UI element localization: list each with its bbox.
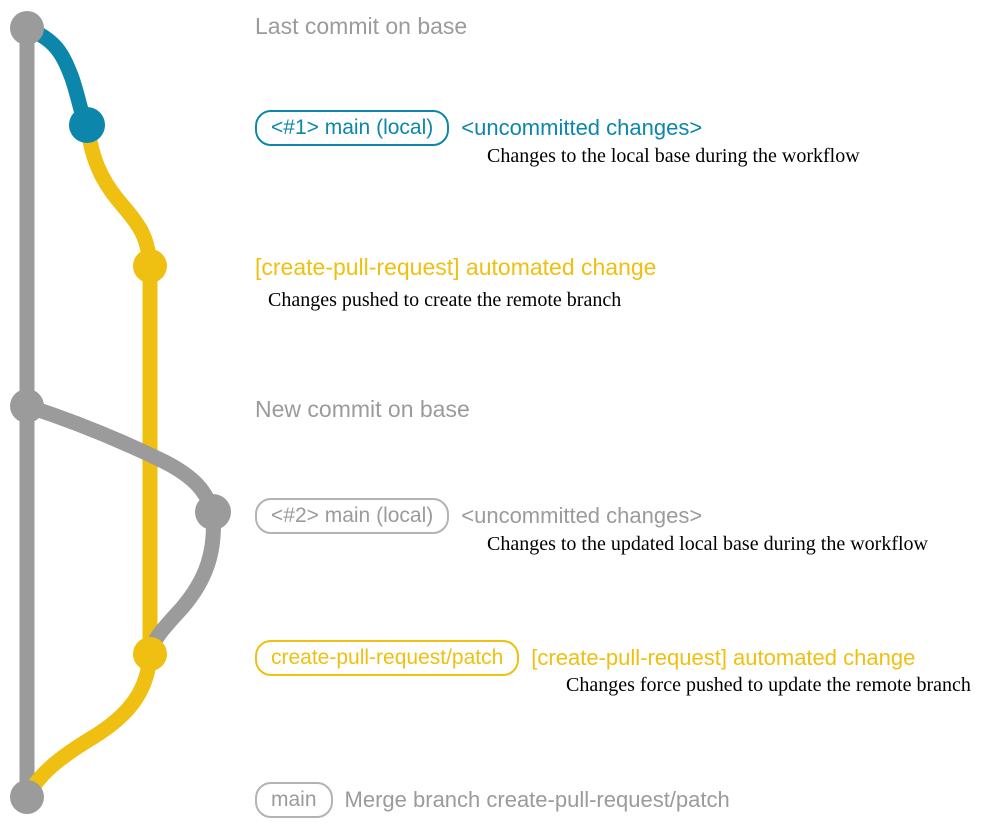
note-remote-commit-1: Changes pushed to create the remote bran…: [268, 289, 622, 311]
edge-local-2-to-remote-2: [142, 504, 221, 662]
headline-new-commit-on-base: New commit on base: [255, 396, 470, 422]
node-base-merge-commit: [10, 780, 44, 814]
node-base-new-commit: [10, 389, 44, 423]
commit-subject-local-2: <uncommitted changes>: [461, 503, 703, 528]
row-local-commit-2: <#2> main (local) <uncommitted changes>: [255, 498, 702, 534]
row-local-commit-1: <#1> main (local) <uncommitted changes>: [255, 110, 702, 146]
note-local-commit-2: Changes to the updated local base during…: [487, 533, 928, 555]
row-merge-commit: main Merge branch create-pull-request/pa…: [255, 782, 730, 818]
ref-chip-create-pull-request-patch[interactable]: create-pull-request/patch: [255, 640, 520, 676]
headline-last-commit-on-base: Last commit on base: [255, 13, 468, 39]
ref-chip-main-local-1[interactable]: <#1> main (local): [255, 110, 450, 146]
commit-subject-remote-2: [create-pull-request] automated change: [531, 645, 916, 670]
edge-local-1-to-remote-1: [79, 117, 158, 274]
edge-remote-2-to-merge: [19, 646, 158, 805]
headline-remote-commit-1: [create-pull-request] automated change: [255, 254, 657, 280]
node-remote-commit-1: [133, 249, 167, 283]
node-base-last-commit: [10, 11, 44, 45]
node-remote-commit-2: [133, 637, 167, 671]
commit-subject-merge: Merge branch create-pull-request/patch: [344, 787, 730, 812]
ref-chip-main-local-2[interactable]: <#2> main (local): [255, 498, 450, 534]
node-local-commit-2: [195, 494, 231, 530]
note-remote-commit-2: Changes force pushed to update the remot…: [566, 674, 971, 696]
commit-subject-local-1: <uncommitted changes>: [461, 115, 703, 140]
edge-base-to-local-2: [19, 398, 221, 520]
commit-nodes: [10, 11, 231, 814]
node-local-commit-1: [69, 107, 105, 143]
note-local-commit-1: Changes to the local base during the wor…: [487, 145, 860, 167]
ref-chip-main[interactable]: main: [255, 782, 333, 818]
row-remote-commit-2: create-pull-request/patch [create-pull-r…: [255, 640, 915, 676]
